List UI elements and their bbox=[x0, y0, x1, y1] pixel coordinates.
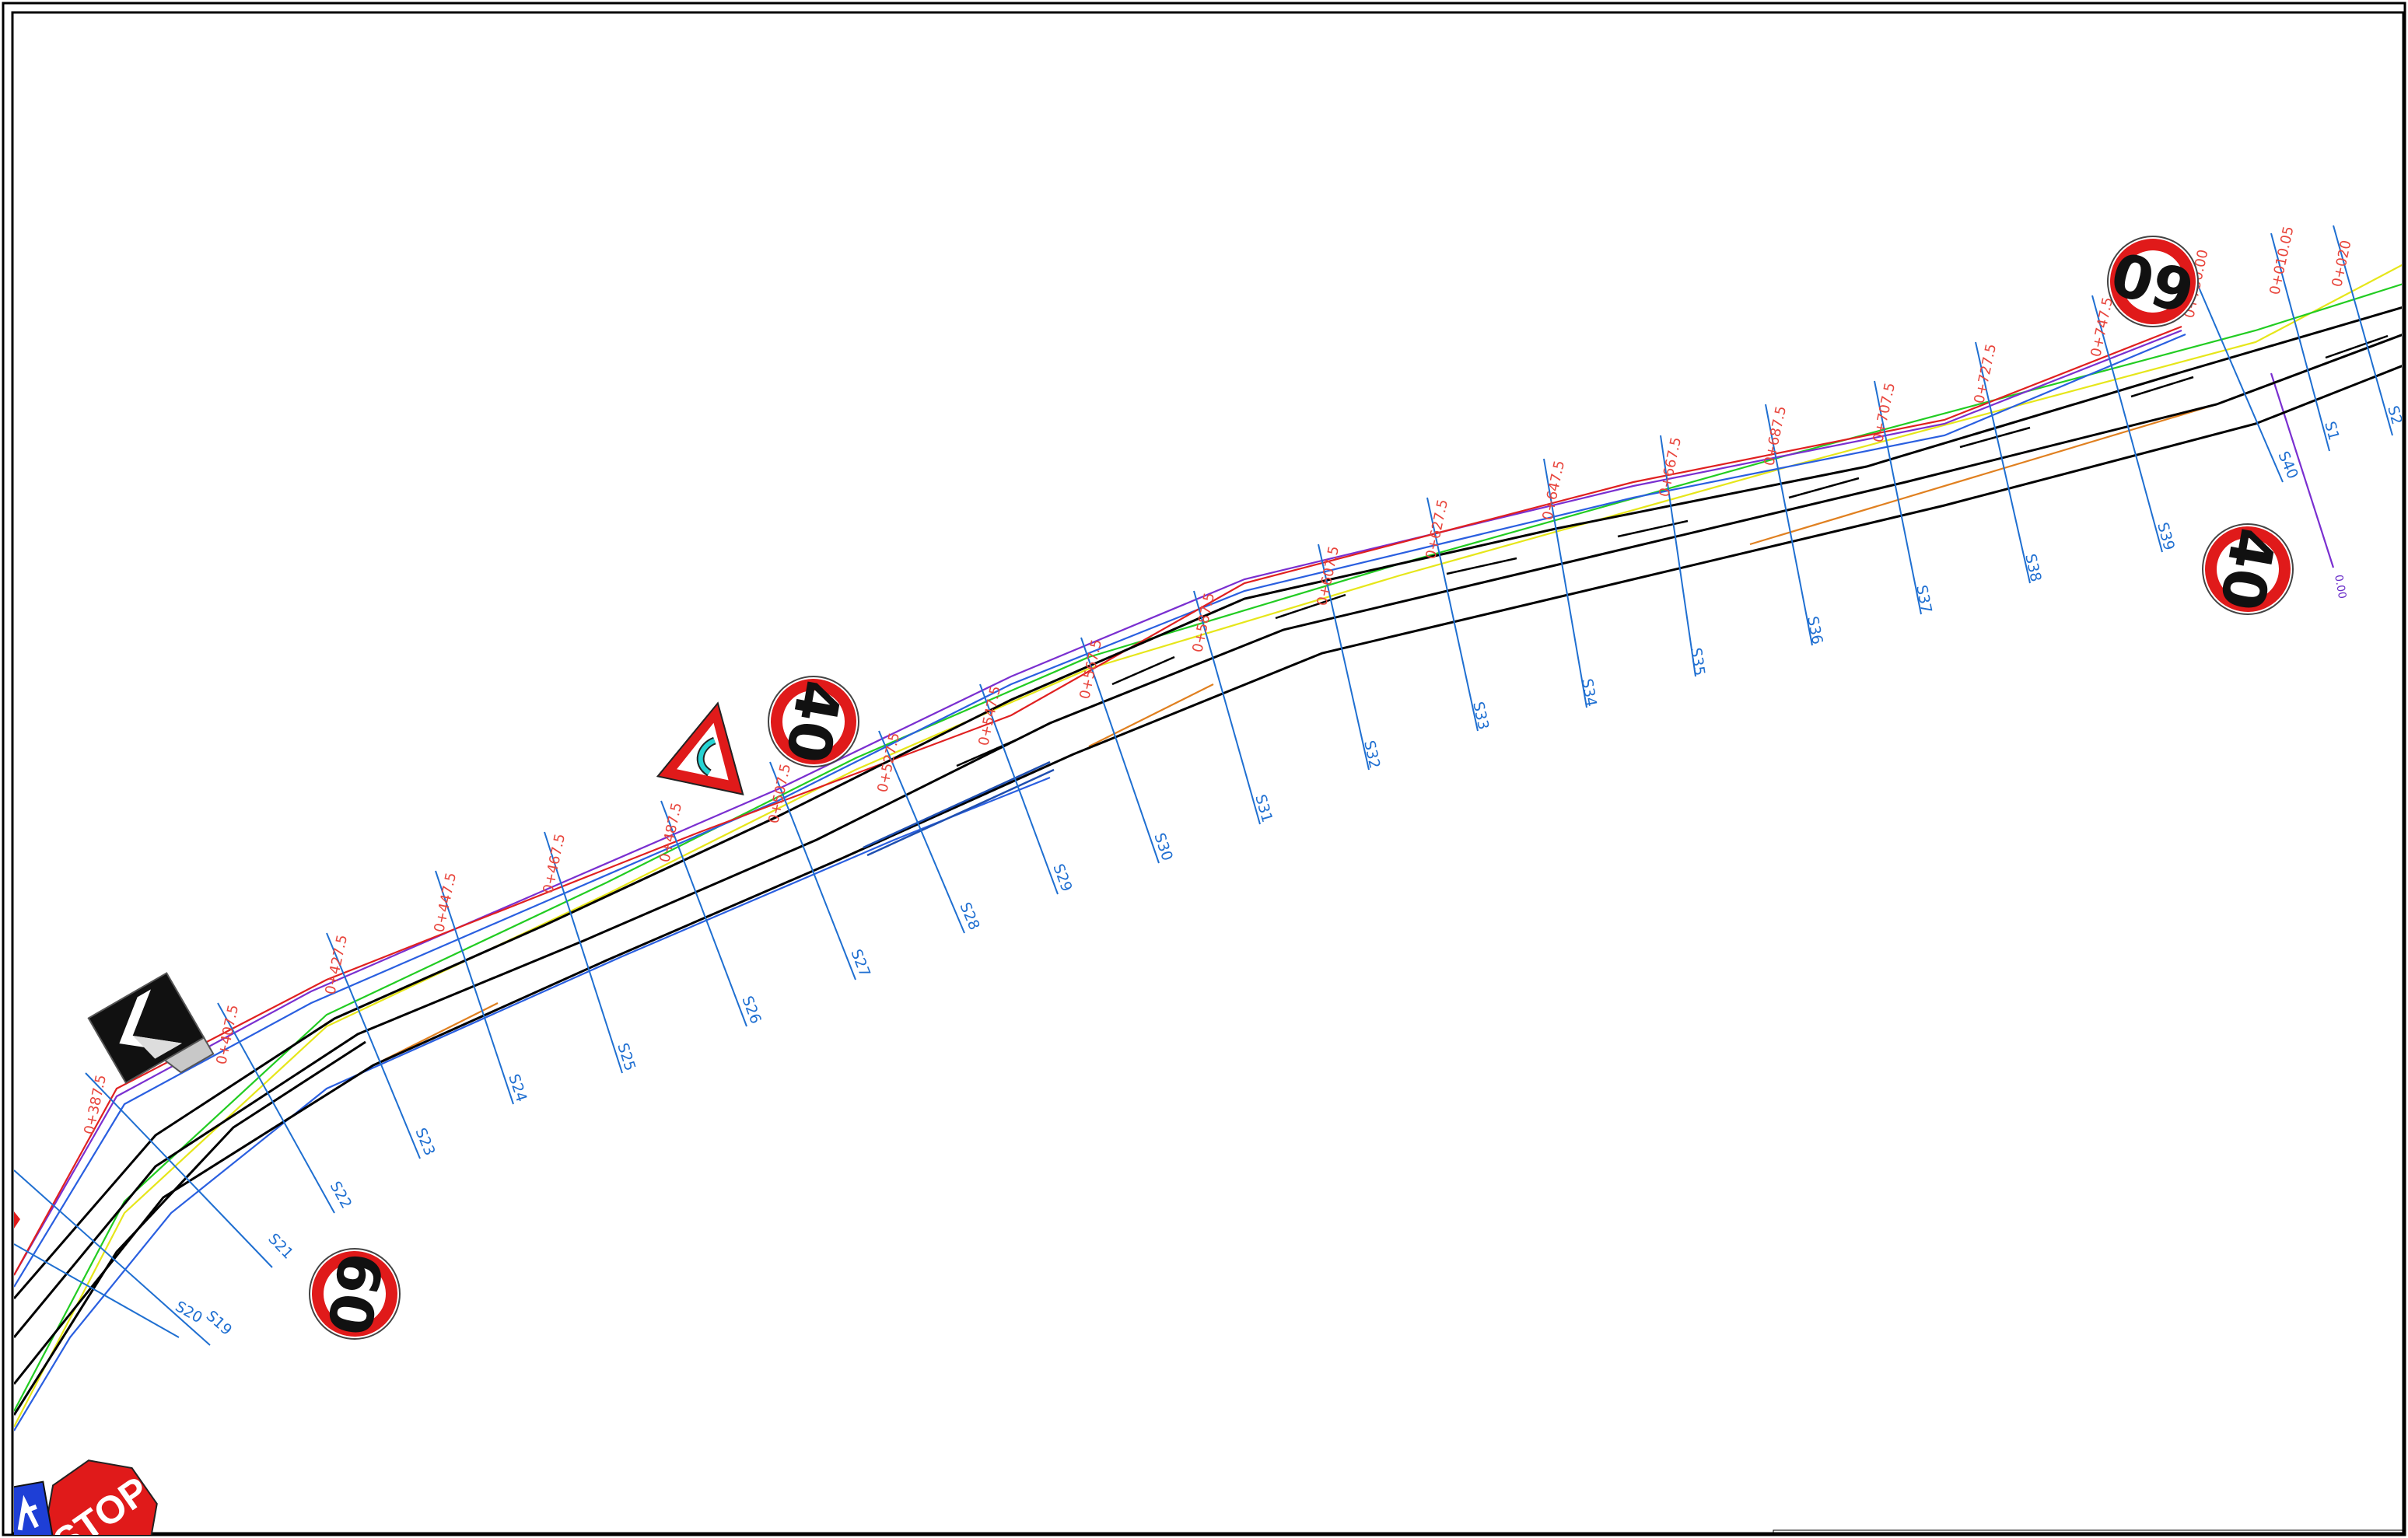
section-label: S24 bbox=[505, 1072, 530, 1104]
cross-section-line bbox=[1426, 497, 1479, 732]
section-label: S21 bbox=[264, 1230, 296, 1262]
road-edge-outer-left bbox=[14, 1040, 366, 1416]
cross-section-line bbox=[1660, 435, 1696, 677]
speed-value: 60 bbox=[2104, 237, 2201, 325]
cross-section-line bbox=[1874, 380, 1922, 615]
road-edge-upper bbox=[14, 306, 2402, 1299]
section-label: S25 bbox=[614, 1041, 639, 1073]
cross-section-line bbox=[1975, 341, 2031, 584]
section-label: S23 bbox=[411, 1126, 438, 1159]
speed-limit-sign-40-right: 40 bbox=[2202, 523, 2294, 616]
section-label: S34 bbox=[1578, 677, 1600, 708]
road-edge-lower bbox=[14, 365, 2402, 1385]
section-label: S26 bbox=[738, 994, 764, 1026]
section-label: S30 bbox=[1150, 830, 1176, 862]
cross-section-line bbox=[326, 932, 421, 1159]
chevron-direction-sign bbox=[87, 972, 215, 1084]
chainage-label: 0+687.5 bbox=[1761, 404, 1790, 467]
speed-limit-sign-40-upper: 40 bbox=[768, 675, 859, 768]
chainage-label: 0+727.5 bbox=[1971, 342, 2000, 405]
cross-section-line bbox=[878, 730, 965, 934]
chainage-label: 0+507.5 bbox=[765, 762, 794, 825]
speed-limit-sign-60-right: 60 bbox=[2104, 236, 2202, 327]
chainage-label: 0+447.5 bbox=[431, 871, 460, 934]
section-label: S29 bbox=[1049, 862, 1075, 894]
speed-limit-sign-60-left: 60 bbox=[309, 1247, 401, 1341]
cross-section-line bbox=[2333, 225, 2393, 436]
cross-section-line bbox=[1318, 544, 1370, 771]
cross-section-line bbox=[544, 831, 623, 1074]
road-carriageway bbox=[14, 306, 2402, 1416]
cross-section-line bbox=[1765, 404, 1813, 646]
section-label: S37 bbox=[1913, 584, 1935, 615]
offset-orange-line bbox=[373, 403, 2217, 1066]
cross-section-line bbox=[14, 1243, 180, 1338]
red-marker-left bbox=[14, 1211, 20, 1229]
chainage-label: 0+427.5 bbox=[322, 933, 351, 996]
section-label: S2 bbox=[2384, 404, 2406, 426]
cross-section-line bbox=[435, 870, 514, 1105]
section-label: S28 bbox=[956, 900, 982, 932]
speed-value: 40 bbox=[772, 675, 855, 768]
section-label: S27 bbox=[847, 947, 873, 980]
warning-curve-sign bbox=[656, 701, 744, 795]
section-label: S20 bbox=[173, 1298, 205, 1327]
cross-section-line bbox=[2270, 232, 2330, 452]
cross-section-line bbox=[14, 1169, 211, 1346]
section-label: S1 bbox=[2321, 420, 2343, 442]
section-label: S19 bbox=[203, 1307, 236, 1339]
cross-section-line bbox=[217, 1002, 335, 1214]
chainage-label: 0+020 bbox=[2329, 239, 2354, 288]
cross-section-line bbox=[660, 800, 747, 1027]
chevron-icon bbox=[119, 989, 182, 1051]
cross-section-line bbox=[1193, 590, 1261, 825]
cross-section-line bbox=[2185, 256, 2284, 483]
cross-section-line bbox=[769, 761, 856, 980]
speed-value: 60 bbox=[313, 1247, 396, 1341]
chainage-label: 0+647.5 bbox=[1539, 459, 1568, 522]
offset-purple-line bbox=[14, 329, 2182, 1276]
chainage-label: 0+387.5 bbox=[81, 1073, 110, 1136]
offset-purple-short bbox=[2270, 372, 2335, 568]
section-label: S32 bbox=[1360, 739, 1383, 770]
cross-section-line bbox=[979, 683, 1059, 895]
section-label: S36 bbox=[1804, 615, 1825, 646]
pedestrian-crossing-sign bbox=[14, 1480, 54, 1535]
section-label: S33 bbox=[1469, 700, 1492, 731]
section-label: S31 bbox=[1251, 792, 1276, 824]
stop-sign: STOP bbox=[44, 1459, 158, 1535]
cross-section-line bbox=[1543, 458, 1587, 708]
lane-dashes bbox=[863, 334, 2389, 818]
speed-value: 40 bbox=[2207, 523, 2289, 616]
road-centre-line bbox=[14, 334, 2402, 1338]
offset-blue-line bbox=[14, 333, 2186, 1288]
blue-double-lines bbox=[863, 760, 1055, 857]
cross-section-line bbox=[2091, 295, 2163, 553]
offset-blue-outer-line bbox=[14, 776, 1051, 1431]
cross-section-line bbox=[1080, 637, 1160, 864]
section-label: S38 bbox=[2021, 552, 2044, 583]
section-label: S39 bbox=[2154, 521, 2178, 553]
chainage-label: 0+407.5 bbox=[213, 1003, 242, 1066]
offset-green-line bbox=[14, 283, 2402, 1412]
cross-section-line bbox=[85, 1072, 273, 1268]
pedestrian-icon bbox=[17, 1494, 40, 1531]
small-value-label: 0.00 bbox=[2332, 574, 2348, 599]
section-label: S35 bbox=[1687, 647, 1708, 677]
